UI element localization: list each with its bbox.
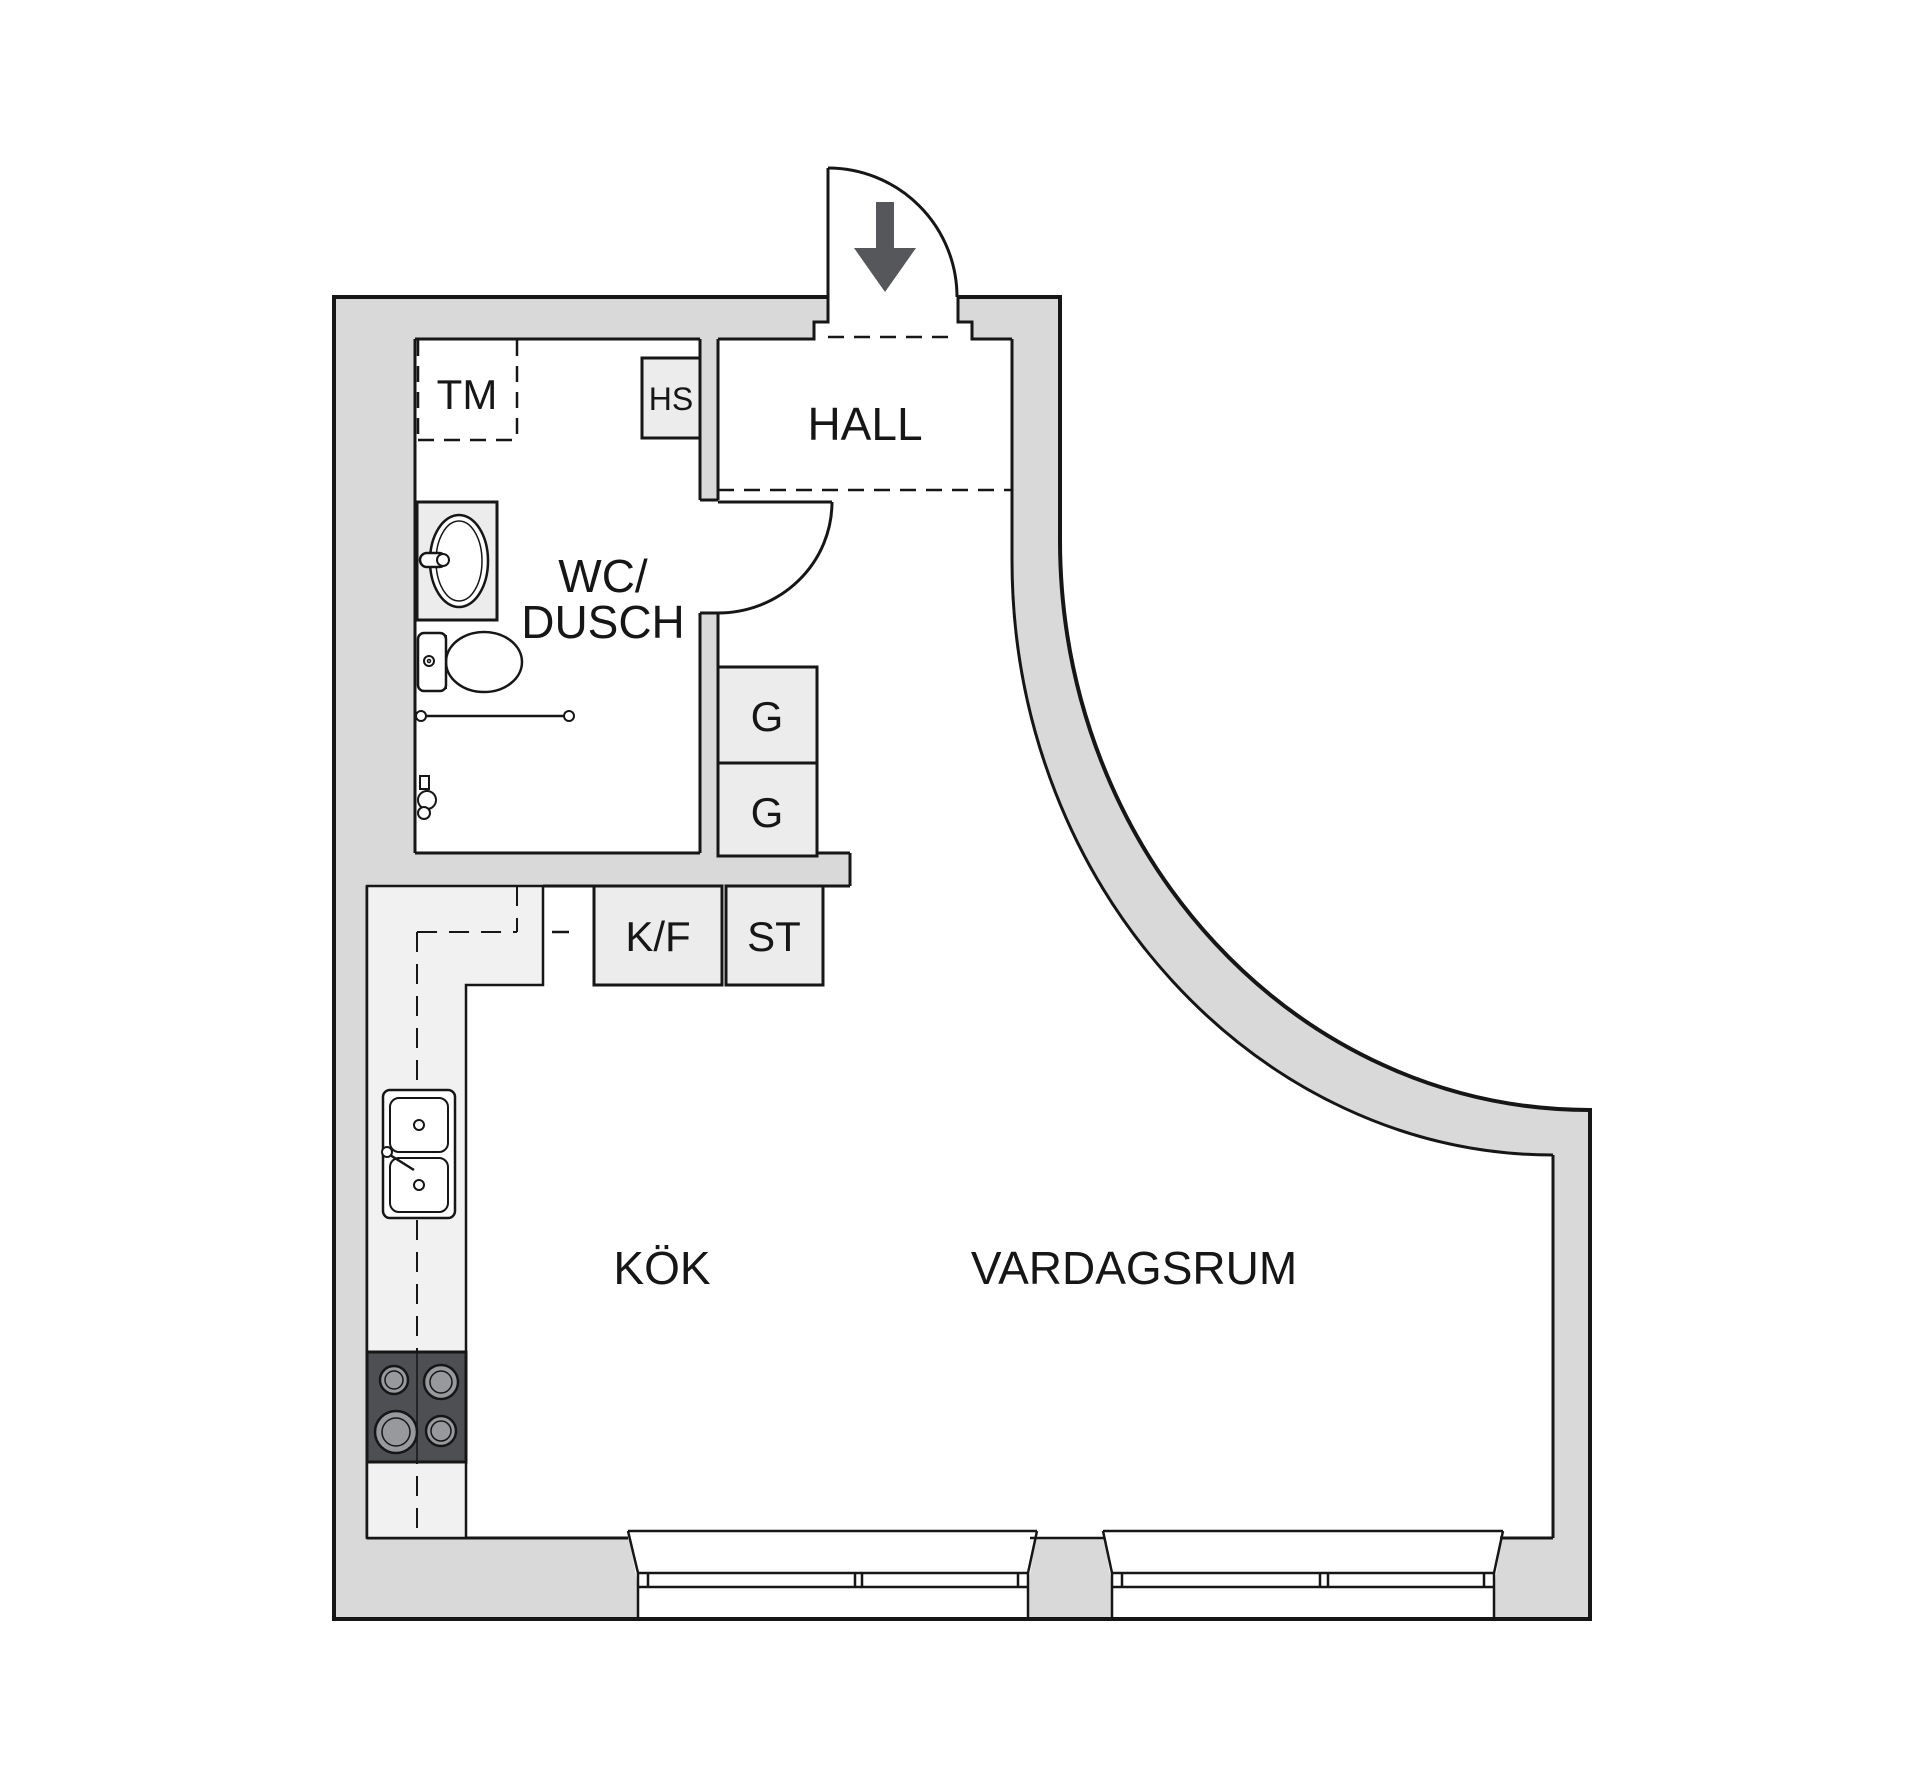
bathroom-sink bbox=[415, 500, 499, 622]
counter-upper-dashes bbox=[417, 886, 518, 933]
room-labels: HALL WC/ DUSCH KÖK VARDAGSRUM bbox=[521, 398, 1297, 1294]
kitchen-sink bbox=[381, 1088, 457, 1220]
wall-top-right bbox=[958, 297, 1060, 339]
wc-shower-label-line2: DUSCH bbox=[521, 596, 685, 648]
entrance-arrow-icon bbox=[854, 202, 916, 292]
bathroom-door-swing-arc bbox=[716, 501, 834, 615]
kitchen-faucet-icon bbox=[381, 1146, 393, 1158]
hall-label: HALL bbox=[807, 398, 922, 450]
wc-shower-label-line1: WC/ bbox=[558, 550, 648, 602]
wall-mid-band bbox=[334, 853, 850, 886]
entrance-door bbox=[826, 166, 959, 298]
fridge-freezer-cabinet: K/F bbox=[592, 884, 724, 987]
wall-corridor-upper bbox=[700, 339, 718, 500]
window-right bbox=[1101, 1529, 1505, 1619]
wardrobe-g-upper: G bbox=[716, 665, 819, 765]
wardrobe-g-upper-label: G bbox=[751, 693, 784, 740]
tm-label: TM bbox=[437, 371, 498, 418]
fridge-freezer-label: K/F bbox=[625, 913, 690, 960]
bathroom-door bbox=[716, 500, 834, 615]
entrance-door-swing-arc bbox=[827, 166, 959, 298]
shower-rail bbox=[415, 710, 575, 722]
wardrobe-g-lower: G bbox=[716, 761, 819, 858]
stove bbox=[365, 1350, 468, 1464]
cleaning-closet-label: ST bbox=[747, 913, 801, 960]
wall-curved-right bbox=[1012, 339, 1590, 1619]
windows bbox=[626, 1529, 1505, 1619]
inner-wall-outlines bbox=[365, 297, 1555, 1540]
wardrobe-g-lower-label: G bbox=[751, 789, 784, 836]
toilet bbox=[416, 630, 524, 694]
wall-corridor-lower bbox=[700, 613, 718, 853]
living-room-label: VARDAGSRUM bbox=[971, 1242, 1297, 1294]
cleaning-closet: ST bbox=[724, 884, 825, 987]
wall-top-left bbox=[334, 297, 828, 339]
kitchen-label: KÖK bbox=[613, 1242, 710, 1294]
wall-left-lower bbox=[334, 886, 367, 1538]
wall-left-thick bbox=[334, 339, 415, 853]
floor-drain-icon bbox=[417, 775, 437, 820]
hs-cabinet: HS bbox=[640, 356, 702, 440]
dashed-boundaries bbox=[718, 335, 1012, 492]
tm-washing-machine-space: TM bbox=[416, 340, 519, 442]
window-left bbox=[626, 1529, 1039, 1619]
outer-wall-outline bbox=[332, 295, 1592, 1621]
hs-label: HS bbox=[649, 381, 693, 417]
